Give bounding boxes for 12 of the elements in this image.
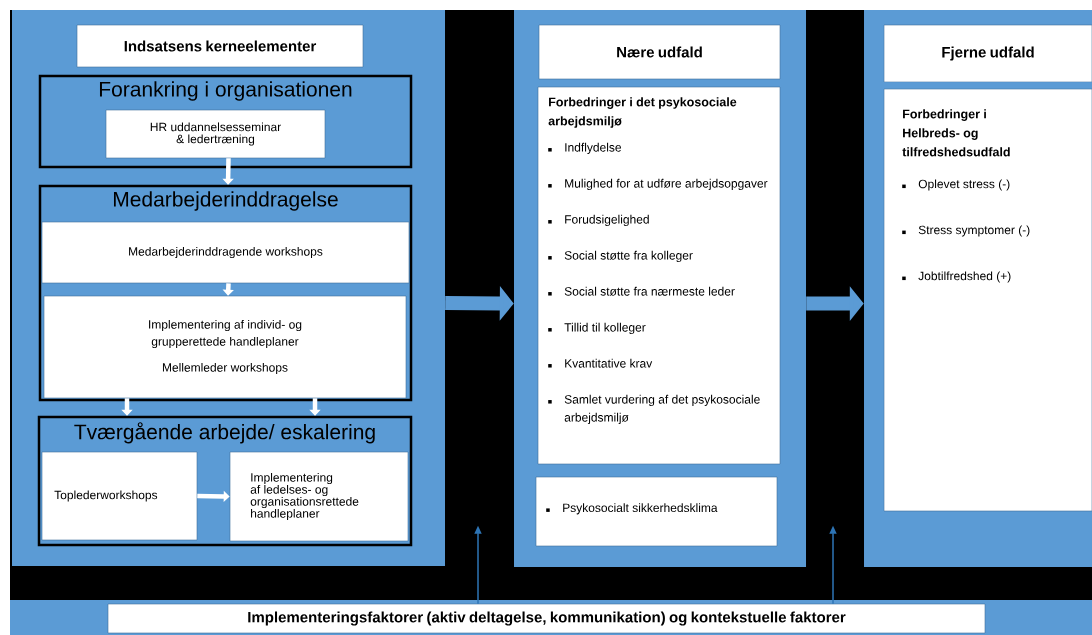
header-box: Nære udfald bbox=[538, 24, 781, 80]
process-box: Toplederworkshops bbox=[41, 451, 198, 541]
process-box: Implementering af individ- og grupperettede handleplaner Mellemleder workshops bbox=[43, 295, 407, 399]
process-box: HR uddannelsesseminar & ledertræning bbox=[105, 109, 326, 159]
list-box: Forbedringer i det psykosociale arbejdsmiljø Indflydelse Mulighed for at udføre arbejdsopgaver Forudsigelighed Social støtte fra kolleger Social støtte fra nærmeste leder Tillid til kolleger Kvantitative krav Samlet vurdering af det psykosociale arbejdsmiljø bbox=[537, 86, 781, 465]
process-box: Medarbejderinddragende workshops bbox=[41, 221, 410, 284]
header-box: Indsatsens kerneelementer bbox=[76, 24, 364, 68]
factor-box: Implementeringsfaktorer (aktiv deltagelse, kommunikation) og kontekstuelle faktorer bbox=[107, 603, 986, 634]
process-box: Implementering af ledelses- og organisationsrettede handleplaner bbox=[229, 451, 409, 542]
list-box: Forbedringer i Helbreds- og tilfredshedsudfald Oplevet stress (-) Stress symptomer (-) Jobtilfredshed (+) bbox=[883, 88, 1092, 512]
list-box: Psykosocialt sikkerhedsklima bbox=[535, 476, 778, 547]
header-box: Fjerne udfald bbox=[883, 24, 1092, 83]
